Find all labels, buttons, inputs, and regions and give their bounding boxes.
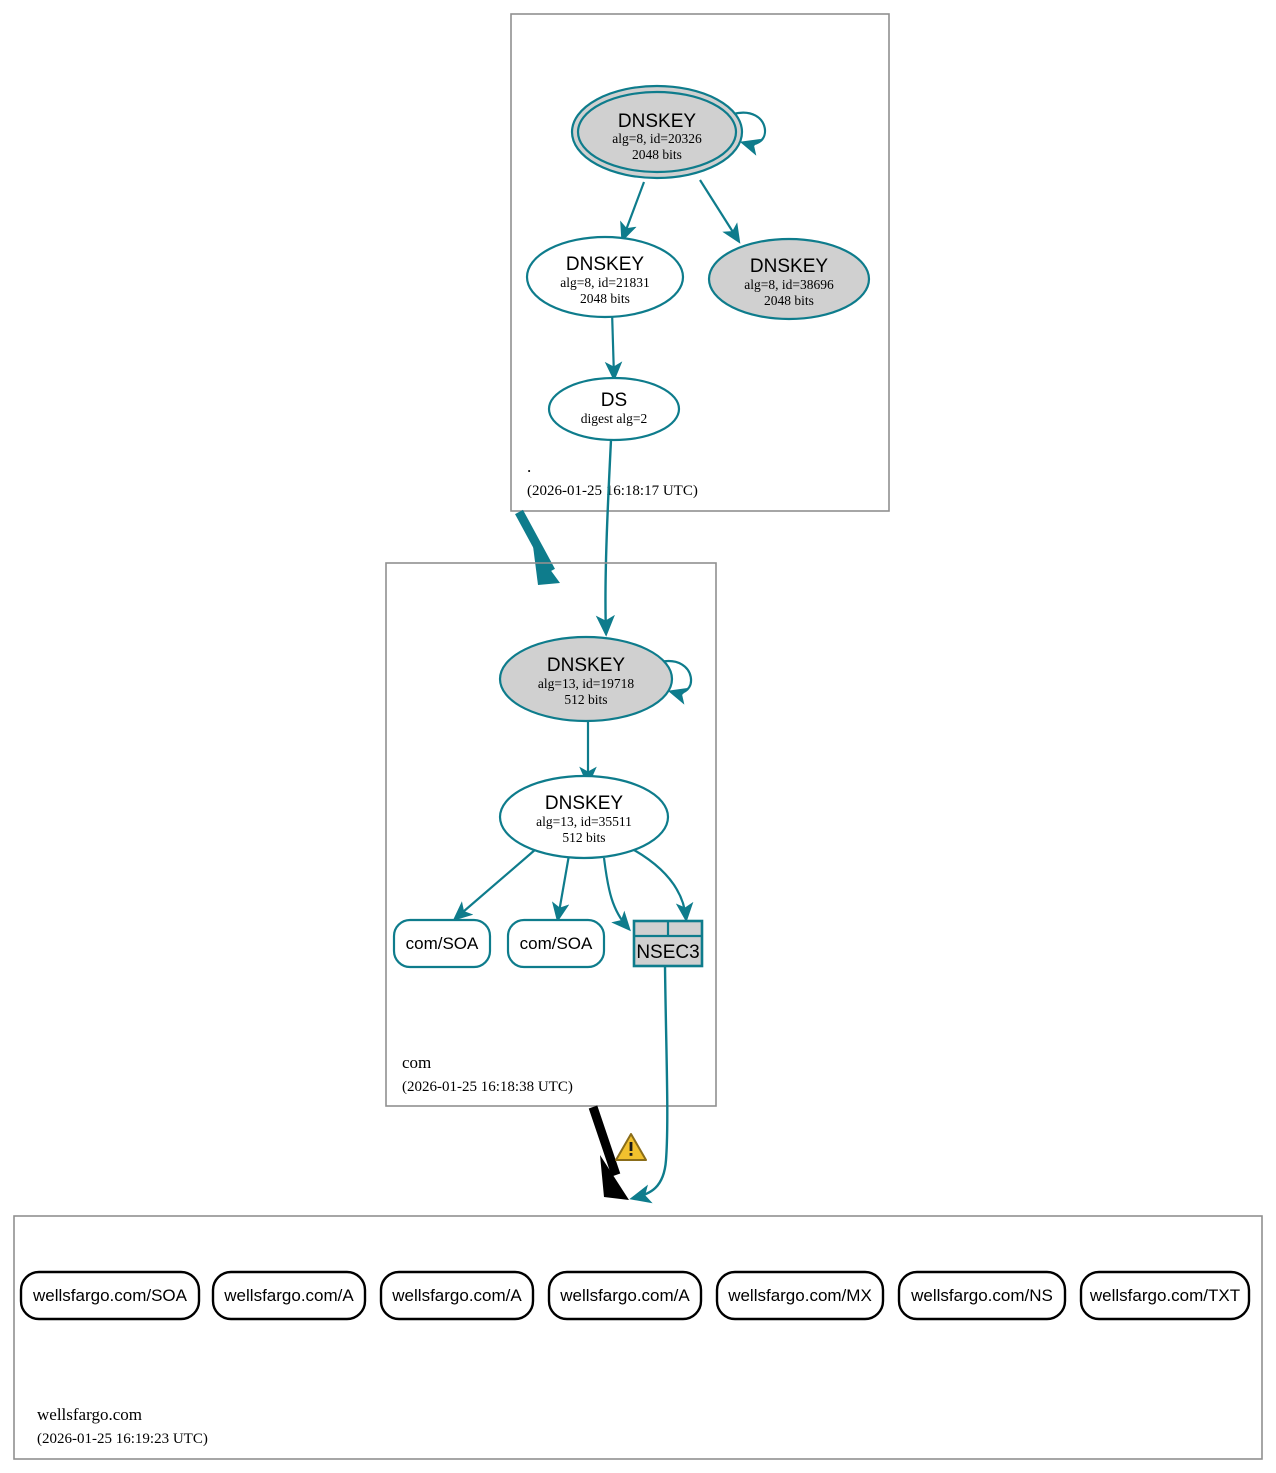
- node-dnskey-35511-title: DNSKEY: [545, 793, 623, 814]
- node-rrset-com-soa-1-label: com/SOA: [406, 934, 479, 953]
- edge-comzsk-to-nsec3-a: [602, 857, 631, 932]
- node-dnskey-19718-alg: alg=13, id=19718: [538, 676, 634, 691]
- zone-root: . (2026-01-25 16:18:17 UTC) DNSKEY alg=8…: [510, 13, 890, 512]
- node-rrset-wf-a-1-shape: [211, 1270, 367, 1321]
- node-nsec3-label: NSEC3: [636, 942, 699, 963]
- zone-com-name: com: [402, 1053, 431, 1072]
- node-rrset-wf-txt-label: wellsfargo.com/TXT: [1089, 1286, 1240, 1305]
- node-dnskey-21831-shape: [525, 235, 685, 319]
- edge-comzsk-to-nsec3-b: [633, 849, 694, 923]
- edge-comzsk-to-soa1: [452, 848, 537, 921]
- zone-wellsfargo-timestamp: (2026-01-25 16:19:23 UTC): [37, 1431, 208, 1447]
- node-rrset-wf-mx-label: wellsfargo.com/MX: [727, 1286, 872, 1305]
- node-dnskey-38696-title: DNSKEY: [750, 256, 828, 277]
- zone-root-name: .: [527, 457, 531, 476]
- edge-ds-to-com-ksk: [595, 439, 615, 637]
- node-ds-digest2[interactable]: DS digest alg=2: [547, 376, 681, 442]
- node-dnskey-20326-alg: alg=8, id=20326: [612, 131, 702, 146]
- delegation-root-to-com-arrowhead: [533, 546, 560, 585]
- edge-nsec3-to-wellsfargo: [629, 965, 669, 1204]
- zone-wellsfargo-border: [13, 1215, 1263, 1460]
- node-rrset-wf-a-3-label: wellsfargo.com/A: [559, 1286, 690, 1305]
- node-dnskey-35511-size: 512 bits: [562, 830, 605, 845]
- node-dnskey-35511-shape: [498, 774, 670, 860]
- node-rrset-wf-ns-label: wellsfargo.com/NS: [910, 1286, 1053, 1305]
- node-rrset-com-soa-2-label: com/SOA: [520, 934, 593, 953]
- node-dnskey-21831-size: 2048 bits: [580, 291, 630, 306]
- node-dnskey-19718-size: 512 bits: [564, 692, 607, 707]
- delegation-root-to-com: [515, 509, 560, 585]
- node-rrset-wf-a-3[interactable]: wellsfargo.com/A: [547, 1270, 703, 1321]
- node-dnskey-19718-shape: [498, 635, 674, 723]
- edge-21831-to-ds: [604, 310, 623, 382]
- node-ds-digest: digest alg=2: [581, 411, 647, 426]
- node-nsec3[interactable]: NSEC3: [632, 919, 704, 968]
- node-ds-shape: [547, 376, 681, 442]
- node-rrset-wf-a-2[interactable]: wellsfargo.com/A: [379, 1270, 535, 1321]
- node-rrset-com-soa-2-shape: [506, 918, 606, 969]
- node-rrset-wf-ns-shape: [897, 1270, 1067, 1321]
- node-dnskey-20326-size: 2048 bits: [632, 147, 682, 162]
- node-dnskey-21831-title: DNSKEY: [566, 254, 644, 275]
- zone-wellsfargo-name: wellsfargo.com: [37, 1405, 142, 1424]
- zone-com: com (2026-01-25 16:18:38 UTC) DNSKEY alg…: [385, 562, 717, 1107]
- node-rrset-wf-soa[interactable]: wellsfargo.com/SOA: [19, 1270, 201, 1321]
- delegation-com-to-wellsfargo: [588, 1105, 629, 1200]
- zone-com-timestamp: (2026-01-25 16:18:38 UTC): [402, 1079, 573, 1095]
- node-rrset-wf-a-3-shape: [547, 1270, 703, 1321]
- zone-root-timestamp: (2026-01-25 16:18:17 UTC): [527, 483, 698, 499]
- edge-comzsk-to-soa2: [551, 854, 571, 923]
- node-rrset-com-soa-1-shape: [392, 918, 492, 969]
- node-dnskey-20326[interactable]: DNSKEY alg=8, id=20326 2048 bits: [570, 84, 744, 180]
- node-ds-title: DS: [601, 390, 627, 411]
- node-rrset-wf-a-1[interactable]: wellsfargo.com/A: [211, 1270, 367, 1321]
- node-rrset-com-soa-2[interactable]: com/SOA: [506, 918, 606, 969]
- zone-wellsfargo: wellsfargo.com (2026-01-25 16:19:23 UTC)…: [13, 1215, 1263, 1460]
- warning-triangle-icon-bar: [629, 1142, 633, 1151]
- warning-triangle-icon[interactable]: [615, 1133, 647, 1161]
- node-rrset-wf-a-1-label: wellsfargo.com/A: [223, 1286, 354, 1305]
- node-dnskey-19718-title: DNSKEY: [547, 655, 625, 676]
- edge-comksk-self-sign: [659, 659, 693, 705]
- delegation-root-to-com-line: [515, 509, 555, 574]
- node-rrset-wf-ns[interactable]: wellsfargo.com/NS: [897, 1270, 1067, 1321]
- node-dnskey-38696-size: 2048 bits: [764, 293, 814, 308]
- node-dnskey-35511[interactable]: DNSKEY alg=13, id=35511 512 bits: [498, 774, 670, 860]
- node-rrset-wf-txt-shape: [1079, 1270, 1251, 1321]
- edge-rootksk-to-38696: [699, 179, 741, 244]
- node-rrset-wf-txt[interactable]: wellsfargo.com/TXT: [1079, 1270, 1251, 1321]
- node-rrset-com-soa-1[interactable]: com/SOA: [392, 918, 492, 969]
- node-rrset-wf-mx-shape: [715, 1270, 885, 1321]
- node-dnskey-20326-title: DNSKEY: [618, 111, 696, 132]
- edge-rootksk-to-21831: [620, 181, 646, 243]
- node-dnskey-38696-shape: [707, 237, 871, 321]
- node-rrset-wf-soa-label: wellsfargo.com/SOA: [32, 1286, 188, 1305]
- node-rrset-wf-a-2-label: wellsfargo.com/A: [391, 1286, 522, 1305]
- zone-com-border: [385, 562, 717, 1107]
- node-dnskey-20326-inner-ring: [576, 90, 738, 174]
- node-dnskey-35511-alg: alg=13, id=35511: [536, 814, 632, 829]
- edge-rootksk-self-sign: [732, 111, 767, 156]
- node-dnskey-38696-alg: alg=8, id=38696: [744, 277, 834, 292]
- delegation-com-to-wellsfargo-arrowhead: [600, 1155, 629, 1200]
- node-rrset-wf-mx[interactable]: wellsfargo.com/MX: [715, 1270, 885, 1321]
- delegation-com-to-wellsfargo-line: [588, 1105, 621, 1177]
- warning-triangle-icon-dot: [629, 1153, 633, 1156]
- node-dnskey-19718[interactable]: DNSKEY alg=13, id=19718 512 bits: [498, 635, 674, 723]
- node-dnskey-21831[interactable]: DNSKEY alg=8, id=21831 2048 bits: [525, 235, 685, 319]
- node-dnskey-38696[interactable]: DNSKEY alg=8, id=38696 2048 bits: [707, 237, 871, 321]
- node-rrset-wf-a-2-shape: [379, 1270, 535, 1321]
- node-rrset-wf-soa-shape: [19, 1270, 201, 1321]
- node-dnskey-21831-alg: alg=8, id=21831: [560, 275, 649, 290]
